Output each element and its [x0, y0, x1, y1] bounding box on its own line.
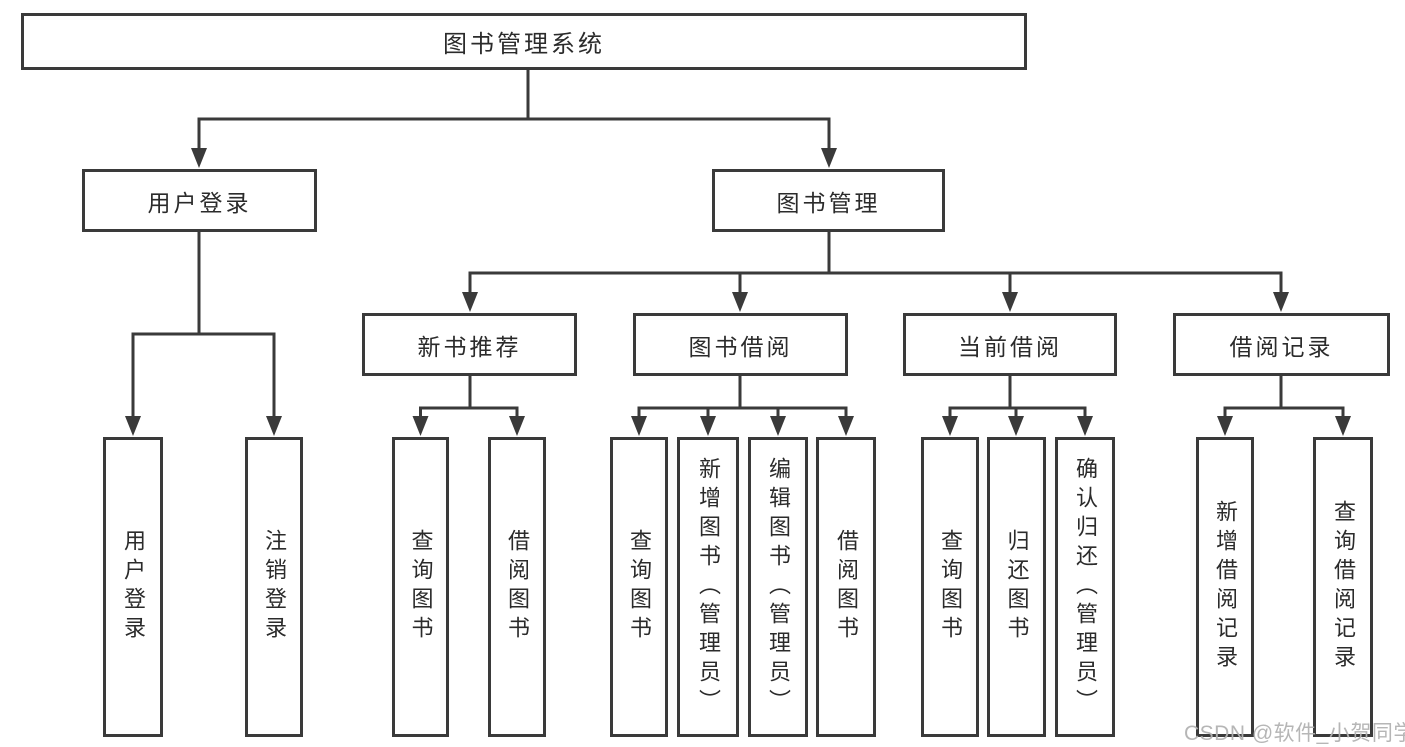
connector-current-borrow: [942, 376, 1093, 436]
arrowhead-icon: [509, 416, 525, 436]
leaf-borrow-borrow: 借阅图书: [816, 437, 876, 737]
arrowhead-icon: [1273, 292, 1289, 312]
leaf-user-login: 用户登录: [103, 437, 163, 737]
leaf-borrow-edit: 编辑图书（管理员）: [748, 437, 808, 737]
arrowhead-icon: [191, 148, 207, 168]
node-new-book-rec: 新书推荐: [362, 313, 577, 376]
arrowhead-icon: [266, 416, 282, 436]
node-root: 图书管理系统: [21, 13, 1027, 70]
arrowhead-icon: [770, 416, 786, 436]
connector-new-book: [412, 376, 525, 436]
leaf-current-return: 归还图书: [987, 437, 1046, 737]
node-book-mgmt: 图书管理: [712, 169, 945, 232]
arrowhead-icon: [1008, 416, 1024, 436]
leaf-current-confirm: 确认归还（管理员）: [1055, 437, 1115, 737]
arrowhead-icon: [700, 416, 716, 436]
node-borrow-record: 借阅记录: [1173, 313, 1390, 376]
connector-root: [191, 70, 837, 168]
arrowhead-icon: [1335, 416, 1351, 436]
leaf-record-add: 新增借阅记录: [1196, 437, 1254, 737]
arrowhead-icon: [732, 292, 748, 312]
leaf-borrow-query: 查询图书: [610, 437, 668, 737]
leaf-borrow-add: 新增图书（管理员）: [677, 437, 739, 737]
node-user-login: 用户登录: [82, 169, 317, 232]
connector-book-mgmt: [462, 232, 1289, 312]
leaf-current-query: 查询图书: [921, 437, 979, 737]
arrowhead-icon: [125, 416, 141, 436]
leaf-newbook-query: 查询图书: [392, 437, 449, 737]
connector-borrow-record: [1217, 376, 1351, 436]
node-current-borrow: 当前借阅: [903, 313, 1117, 376]
arrowhead-icon: [942, 416, 958, 436]
arrowhead-icon: [412, 416, 429, 436]
arrowhead-icon: [821, 148, 837, 168]
arrowhead-icon: [462, 292, 478, 312]
watermark: CSDN @软件_小贺同学: [1184, 722, 1405, 745]
node-book-borrow: 图书借阅: [633, 313, 848, 376]
arrowhead-icon: [1077, 416, 1093, 436]
connector-book-borrow: [631, 376, 854, 436]
arrowhead-icon: [838, 416, 854, 436]
arrowhead-icon: [631, 416, 647, 436]
leaf-logout-login: 注销登录: [245, 437, 303, 737]
leaf-newbook-borrow: 借阅图书: [488, 437, 546, 737]
leaf-record-query: 查询借阅记录: [1313, 437, 1373, 737]
connector-user-login: [125, 232, 282, 436]
arrowhead-icon: [1002, 292, 1018, 312]
arrowhead-icon: [1217, 416, 1233, 436]
